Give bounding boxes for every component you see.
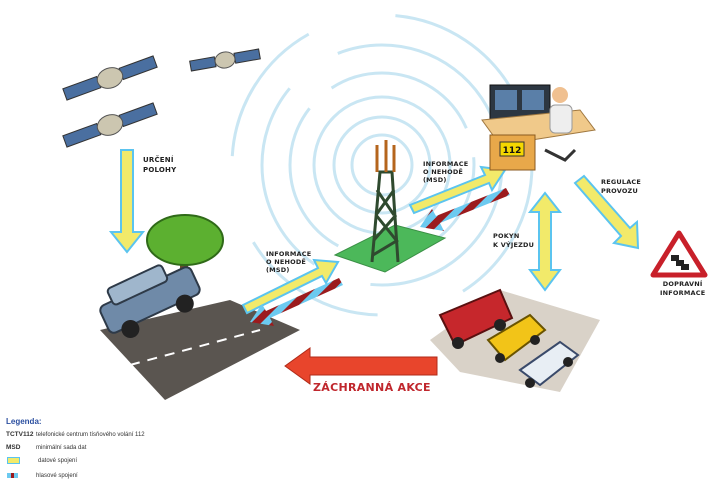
location-arrow: [108, 149, 146, 254]
data-link-arrow-car-tower: [241, 258, 340, 315]
dispatch-label: POKYN K VÝJEZDU: [493, 232, 534, 250]
legend-item: datové spojení: [6, 455, 145, 466]
legend-text: telefonické centrum tísňového volání 112: [36, 431, 145, 438]
label-line: INFORMACE: [423, 160, 469, 168]
msd-label-left: INFORMACE O NEHODĚ (MSD): [266, 250, 311, 274]
legend-key: TCTV112: [6, 431, 34, 438]
legend-key: MSD: [6, 444, 21, 451]
legend-text: datové spojení: [38, 457, 78, 464]
location-label: URČENÍ POLOHY: [143, 155, 176, 175]
traffic-regulation-label: REGULACE PROVOZU: [601, 178, 641, 196]
label-line: REGULACE: [601, 178, 642, 186]
legend-text: hlasové spojení: [36, 472, 78, 479]
legend: Legenda: TCTV112 telefonické centrum tís…: [6, 417, 145, 483]
center-badge: 112: [503, 146, 522, 156]
cell-tower-icon: [370, 140, 400, 263]
crashed-car-icon: [99, 264, 201, 338]
traffic-regulation-arrow: [573, 174, 640, 250]
label-line: K VÝJEZDU: [493, 241, 535, 249]
ambulance-icon: [486, 313, 547, 363]
legend-title: Legenda:: [6, 417, 42, 426]
voice-link-swatch: [7, 473, 18, 478]
label-line: (MSD): [266, 266, 290, 274]
data-link-arrow-tower-center: [408, 165, 507, 215]
label-line: INFORMACE: [266, 250, 312, 258]
label-line: POKYN: [493, 232, 520, 240]
satellite-icon: [62, 48, 261, 148]
dispatch-double-arrow: [527, 191, 563, 292]
label-line: DOPRAVNÍ: [662, 280, 703, 288]
data-link-swatch: [7, 457, 20, 464]
rescue-arrow: [284, 347, 438, 385]
label-line: URČENÍ: [143, 156, 174, 164]
legend-item: TCTV112 telefonické centrum tísňového vo…: [6, 429, 145, 440]
label-line: PROVOZU: [601, 187, 638, 195]
fire-truck-icon: [438, 288, 514, 349]
legend-text: minimální sada dat: [36, 444, 87, 451]
legend-item: MSD minimální sada dat: [6, 442, 145, 453]
voice-link-arrow-center-tower: [420, 188, 510, 231]
label-line: O NEHODĚ: [423, 168, 464, 176]
traffic-warning-sign-icon: [650, 230, 708, 278]
police-car-icon: [518, 340, 580, 388]
legend-item: hlasové spojení: [6, 470, 145, 481]
road: [100, 300, 300, 400]
msd-label-right: INFORMACE O NEHODĚ (MSD): [423, 160, 468, 184]
traffic-info-label: DOPRAVNÍ INFORMACE: [660, 280, 705, 298]
label-line: O NEHODĚ: [266, 258, 307, 266]
label-line: POLOHY: [143, 166, 177, 174]
rescue-label: ZÁCHRANNÁ AKCE: [313, 381, 431, 394]
label-line: INFORMACE: [660, 289, 706, 297]
label-line: (MSD): [423, 176, 447, 184]
emergency-call-center-icon: [481, 84, 596, 171]
voice-link-arrow-tower-car: [250, 278, 343, 326]
